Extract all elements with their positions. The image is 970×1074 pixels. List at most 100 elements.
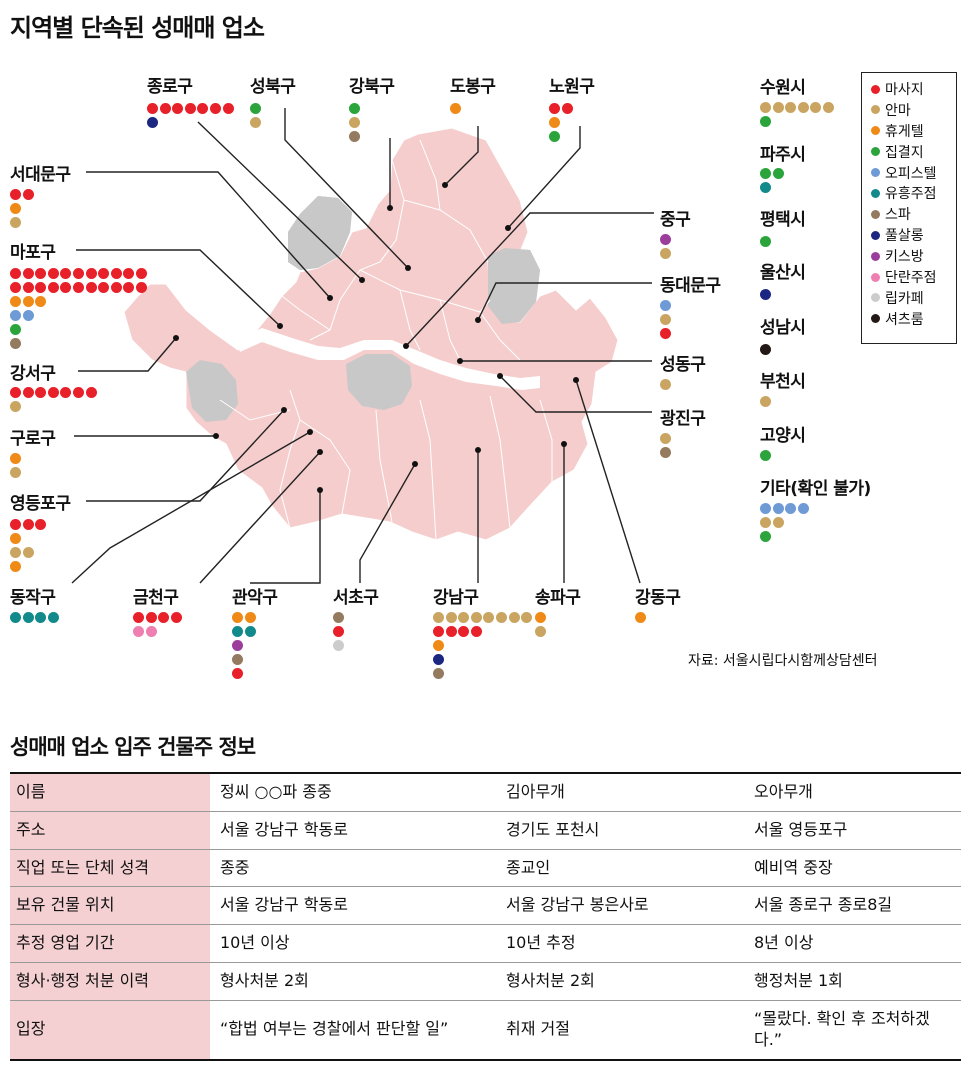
dot-마사지 [35, 268, 47, 279]
dot-row [450, 103, 463, 117]
legend-item: 셔츠룸 [871, 310, 956, 331]
dot-오피스텔 [772, 503, 784, 514]
map-leader-lines [71, 108, 654, 584]
dots-jongno [147, 103, 235, 131]
dot-안마 [458, 612, 470, 623]
dots-gangnam [433, 612, 534, 682]
cell: 종교인 [496, 849, 748, 888]
cell: 행정처분 1회 [748, 962, 961, 1001]
dot-row [349, 117, 362, 131]
dot-row [10, 547, 48, 561]
dot-안마 [660, 314, 671, 325]
cell: 정씨 ○○파 종중 [210, 773, 496, 812]
dots-nowon [549, 103, 574, 145]
dot-오피스텔 [797, 503, 809, 514]
dots-dongjak [10, 612, 60, 626]
dot-집결지 [760, 116, 771, 127]
row-key: 주소 [10, 811, 210, 850]
dot-row [250, 117, 263, 131]
label-gwangjin: 광진구 [660, 409, 706, 429]
dot-마사지 [72, 387, 84, 398]
legend-item: 유흥주점 [871, 184, 956, 205]
label-jongno: 종로구 [147, 77, 193, 97]
dot-row [660, 234, 673, 248]
dot-유흥주점 [35, 612, 47, 623]
dot-안마 [660, 433, 671, 444]
dot-마사지 [660, 328, 671, 339]
dot-마사지 [549, 103, 560, 114]
cell: 취재 거절 [506, 1019, 570, 1039]
dot-스파 [349, 131, 360, 142]
dot-집결지 [549, 131, 560, 142]
legend-item: 안마 [871, 101, 956, 122]
label-gangseo: 강서구 [10, 364, 56, 384]
dot-집결지 [760, 168, 771, 179]
dot-마사지 [47, 282, 59, 293]
dot-row [760, 503, 810, 517]
dot-안마 [660, 379, 671, 390]
legend-dot [871, 188, 880, 198]
dot-안마 [349, 117, 360, 128]
dot-row [549, 103, 574, 117]
dot-마사지 [22, 268, 34, 279]
dot-마사지 [158, 612, 170, 623]
label-gangdong: 강동구 [635, 588, 681, 608]
dot-셔츠룸 [760, 344, 771, 355]
dot-row [10, 310, 149, 324]
row-key: 입장 [10, 1000, 210, 1060]
legend-label: 안마 [885, 102, 911, 119]
dot-안마 [772, 102, 784, 113]
dot-집결지 [760, 450, 771, 461]
dot-row [660, 433, 673, 447]
dots-guro [10, 453, 23, 481]
dot-안마 [10, 217, 21, 228]
dot-단란주점 [145, 626, 157, 637]
dot-마사지 [133, 612, 144, 623]
dot-안마 [521, 612, 533, 623]
dot-키스방 [232, 640, 243, 651]
dots-bucheon [760, 396, 773, 410]
label-yeongdeungpo: 영등포구 [10, 494, 71, 514]
label-etc: 기타(확인 불가) [760, 479, 871, 499]
dot-마사지 [458, 626, 470, 637]
dot-row [760, 168, 785, 182]
dot-안마 [445, 612, 457, 623]
dot-집결지 [772, 168, 784, 179]
table-row: 주소 서울 강남구 학동로 경기도 포천시 서울 영등포구 [10, 811, 961, 850]
dot-마사지 [10, 387, 21, 398]
dot-오피스텔 [660, 300, 671, 311]
dot-마사지 [123, 282, 135, 293]
dot-row [635, 612, 648, 626]
legend-dot [871, 230, 880, 240]
dot-row [10, 612, 60, 626]
cell: 10년 추정 [496, 924, 748, 963]
dot-스파 [10, 338, 21, 349]
label-seongnam: 성남시 [760, 318, 806, 338]
label-dobong: 도봉구 [450, 77, 496, 97]
cell: 서울 종로구 종로8길 [748, 886, 961, 926]
label-jung: 중구 [660, 210, 691, 230]
dot-마사지 [222, 103, 234, 114]
dot-풀살롱 [760, 289, 771, 300]
cell: 종중 [210, 849, 496, 888]
dot-집결지 [250, 103, 261, 114]
dot-마사지 [159, 103, 171, 114]
map-district-points [173, 182, 579, 493]
dot-row [10, 282, 149, 296]
dot-row [133, 626, 183, 640]
cell: “몰랐다. 확인 후 조처하겠다.” [754, 1008, 930, 1049]
dot-휴게텔 [10, 561, 21, 572]
dot-스파 [232, 654, 243, 665]
owner-info-table: 이름 정씨 ○○파 종중 김아무개 오아무개 주소 서울 강남구 학동로 경기도… [10, 772, 961, 1061]
dot-마사지 [209, 103, 221, 114]
dot-휴게텔 [450, 103, 461, 114]
dots-seongnam [760, 344, 773, 358]
dot-row [10, 296, 149, 310]
dot-휴게텔 [22, 296, 34, 307]
dot-휴게텔 [232, 612, 243, 623]
dots-dongdaemun [660, 300, 673, 342]
table-row: 입장 “합법 여부는 경찰에서 판단할 일” 취재 거절 “몰랐다. 확인 후 … [10, 1000, 961, 1060]
dot-row [760, 344, 773, 358]
dot-row [433, 612, 534, 626]
